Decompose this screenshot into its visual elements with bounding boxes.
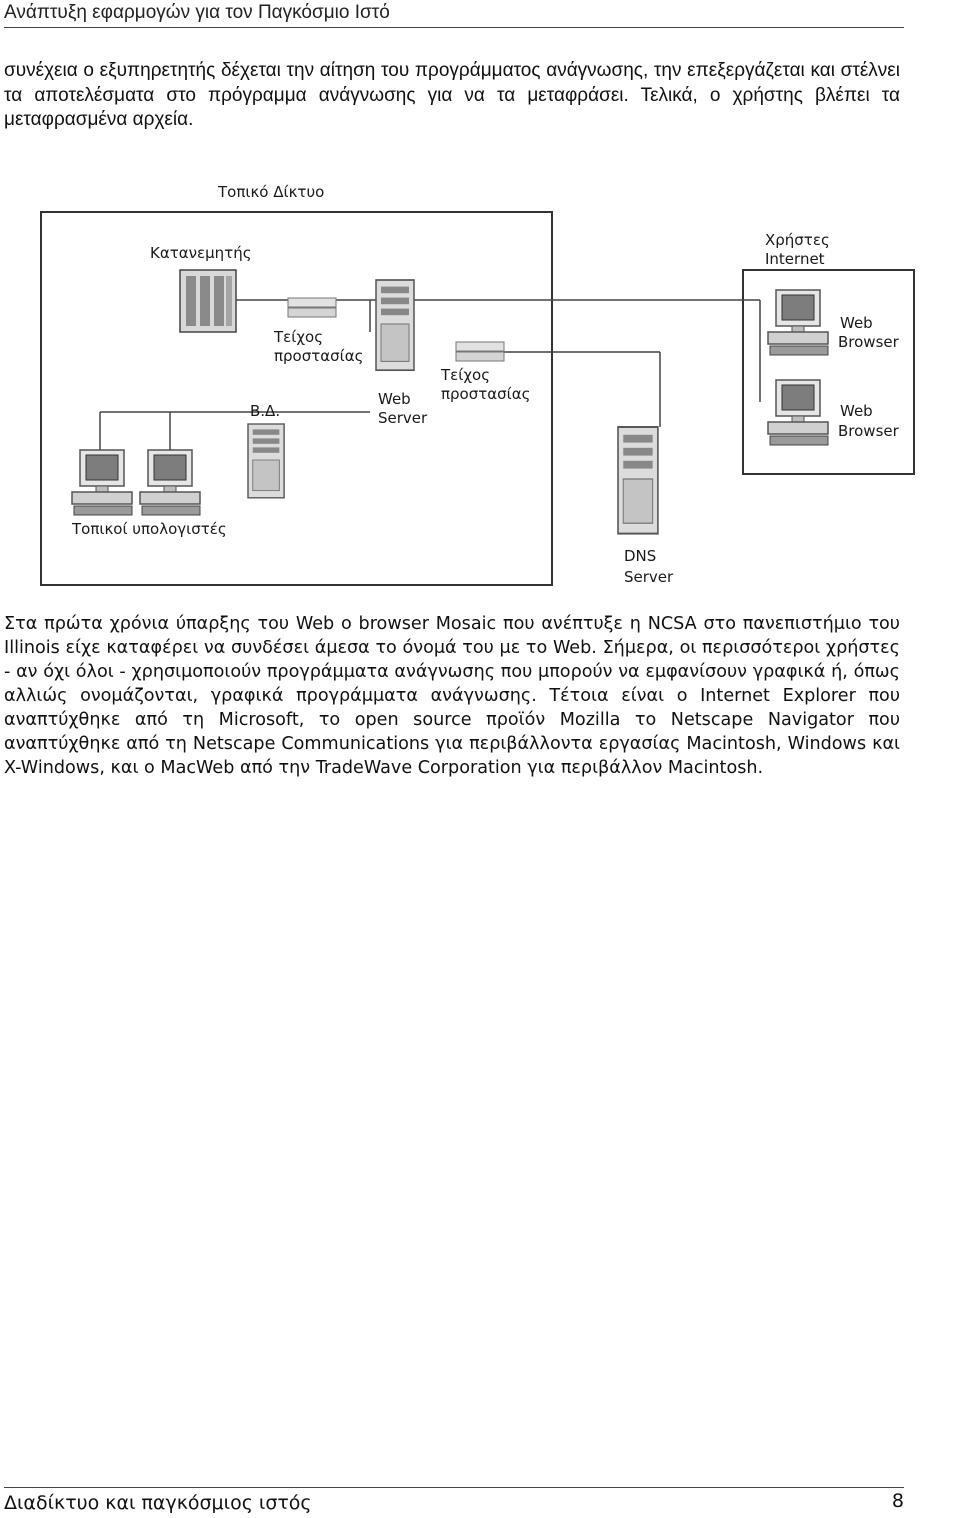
dns-server-tower-icon: [617, 426, 659, 535]
firewall-1-label-line2: προστασίας: [274, 347, 363, 365]
header-title: Ανάπτυξη εφαρμογών για τον Παγκόσμιο Ιστ…: [4, 2, 390, 23]
firewall-2-label-line2: προστασίας: [441, 385, 530, 403]
load-balancer-rack-icon: [179, 269, 237, 333]
page-number: 8: [891, 1490, 904, 1512]
internet-users-label-line2: Internet: [765, 250, 825, 268]
internet-user-computer-1-icon: [767, 289, 829, 356]
web-browser-1-label-line1: Web: [840, 314, 873, 332]
footer-title: Διαδίκτυο και παγκόσμιος ιστός: [4, 1492, 312, 1514]
load-balancer-label: Κατανεμητής: [150, 244, 252, 262]
local-computer-2-icon: [139, 449, 201, 516]
page-header: Ανάπτυξη εφαρμογών για τον Παγκόσμιο Ιστ…: [4, 0, 904, 28]
firewall-1-label-line1: Τείχος: [273, 328, 323, 346]
database-label: Β.Δ.: [250, 402, 280, 420]
web-server-label-line2: Server: [378, 409, 428, 427]
web-server-label-line1: Web: [378, 390, 411, 408]
paragraph-1: συνέχεια ο εξυπηρετητής δέχεται την αίτη…: [4, 60, 900, 130]
paragraph-2: Στα πρώτα χρόνια ύπαρξης του Web ο brows…: [4, 614, 900, 778]
web-browser-2-label-line2: Browser: [838, 422, 900, 440]
firewall-2-icon: [455, 341, 505, 362]
network-diagram: Τοπικό Δίκτυο Χρήστες Internet Κατανεμητ…: [40, 183, 915, 586]
internet-user-computer-2-icon: [767, 379, 829, 446]
web-browser-1-label-line2: Browser: [838, 333, 900, 351]
firewall-2-label-line1: Τείχος: [440, 366, 490, 384]
web-browser-2-label-line1: Web: [840, 402, 873, 420]
local-computers-label: Τοπικοί υπολογιστές: [71, 520, 227, 538]
local-computer-1-icon: [71, 449, 133, 516]
dns-server-label-line1: DNS: [624, 547, 656, 565]
local-network-label: Τοπικό Δίκτυο: [217, 183, 324, 201]
firewall-1-icon: [287, 297, 337, 318]
internet-users-label-line1: Χρήστες: [765, 231, 830, 249]
dns-server-label-line2: Server: [624, 568, 674, 586]
web-server-tower-icon: [375, 279, 415, 372]
page-footer: Διαδίκτυο και παγκόσμιος ιστός 8: [4, 1487, 904, 1518]
database-tower-icon: [247, 423, 285, 499]
